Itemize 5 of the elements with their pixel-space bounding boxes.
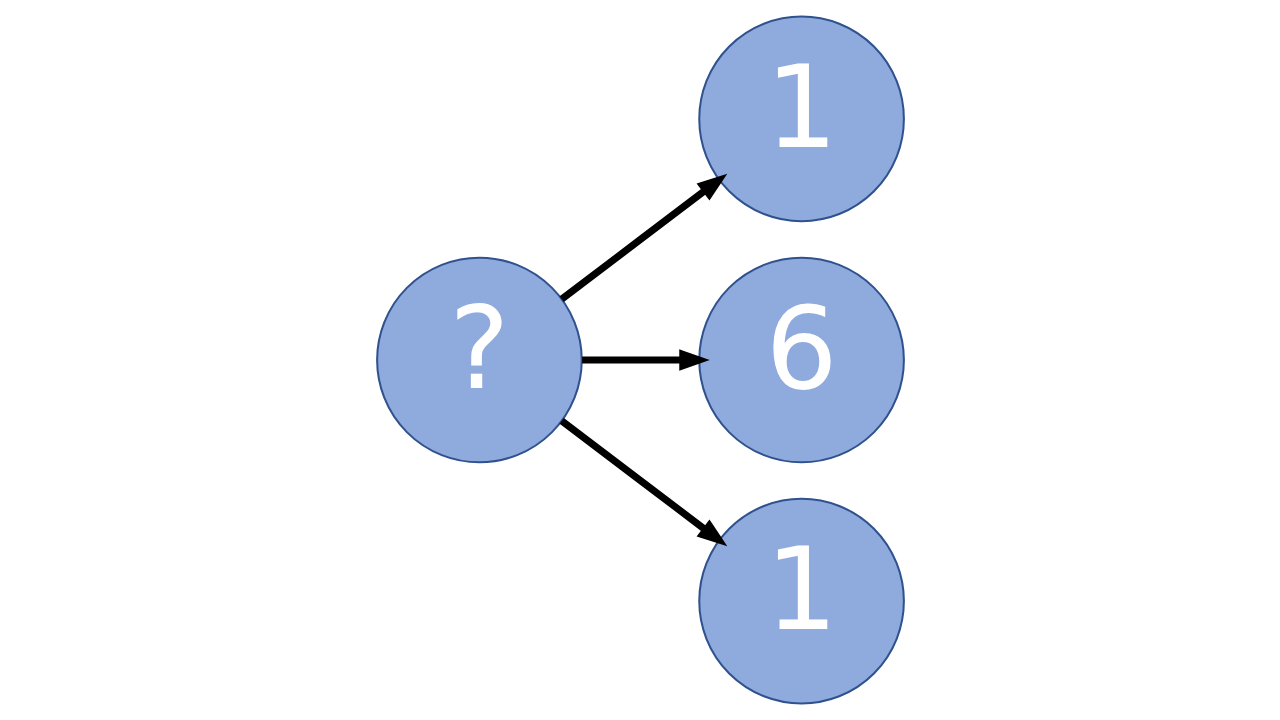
arrow bbox=[559, 418, 727, 547]
node-circle: ? bbox=[375, 256, 583, 464]
node-circle: 6 bbox=[697, 256, 905, 464]
arrow bbox=[581, 349, 710, 371]
arrow bbox=[559, 173, 727, 302]
